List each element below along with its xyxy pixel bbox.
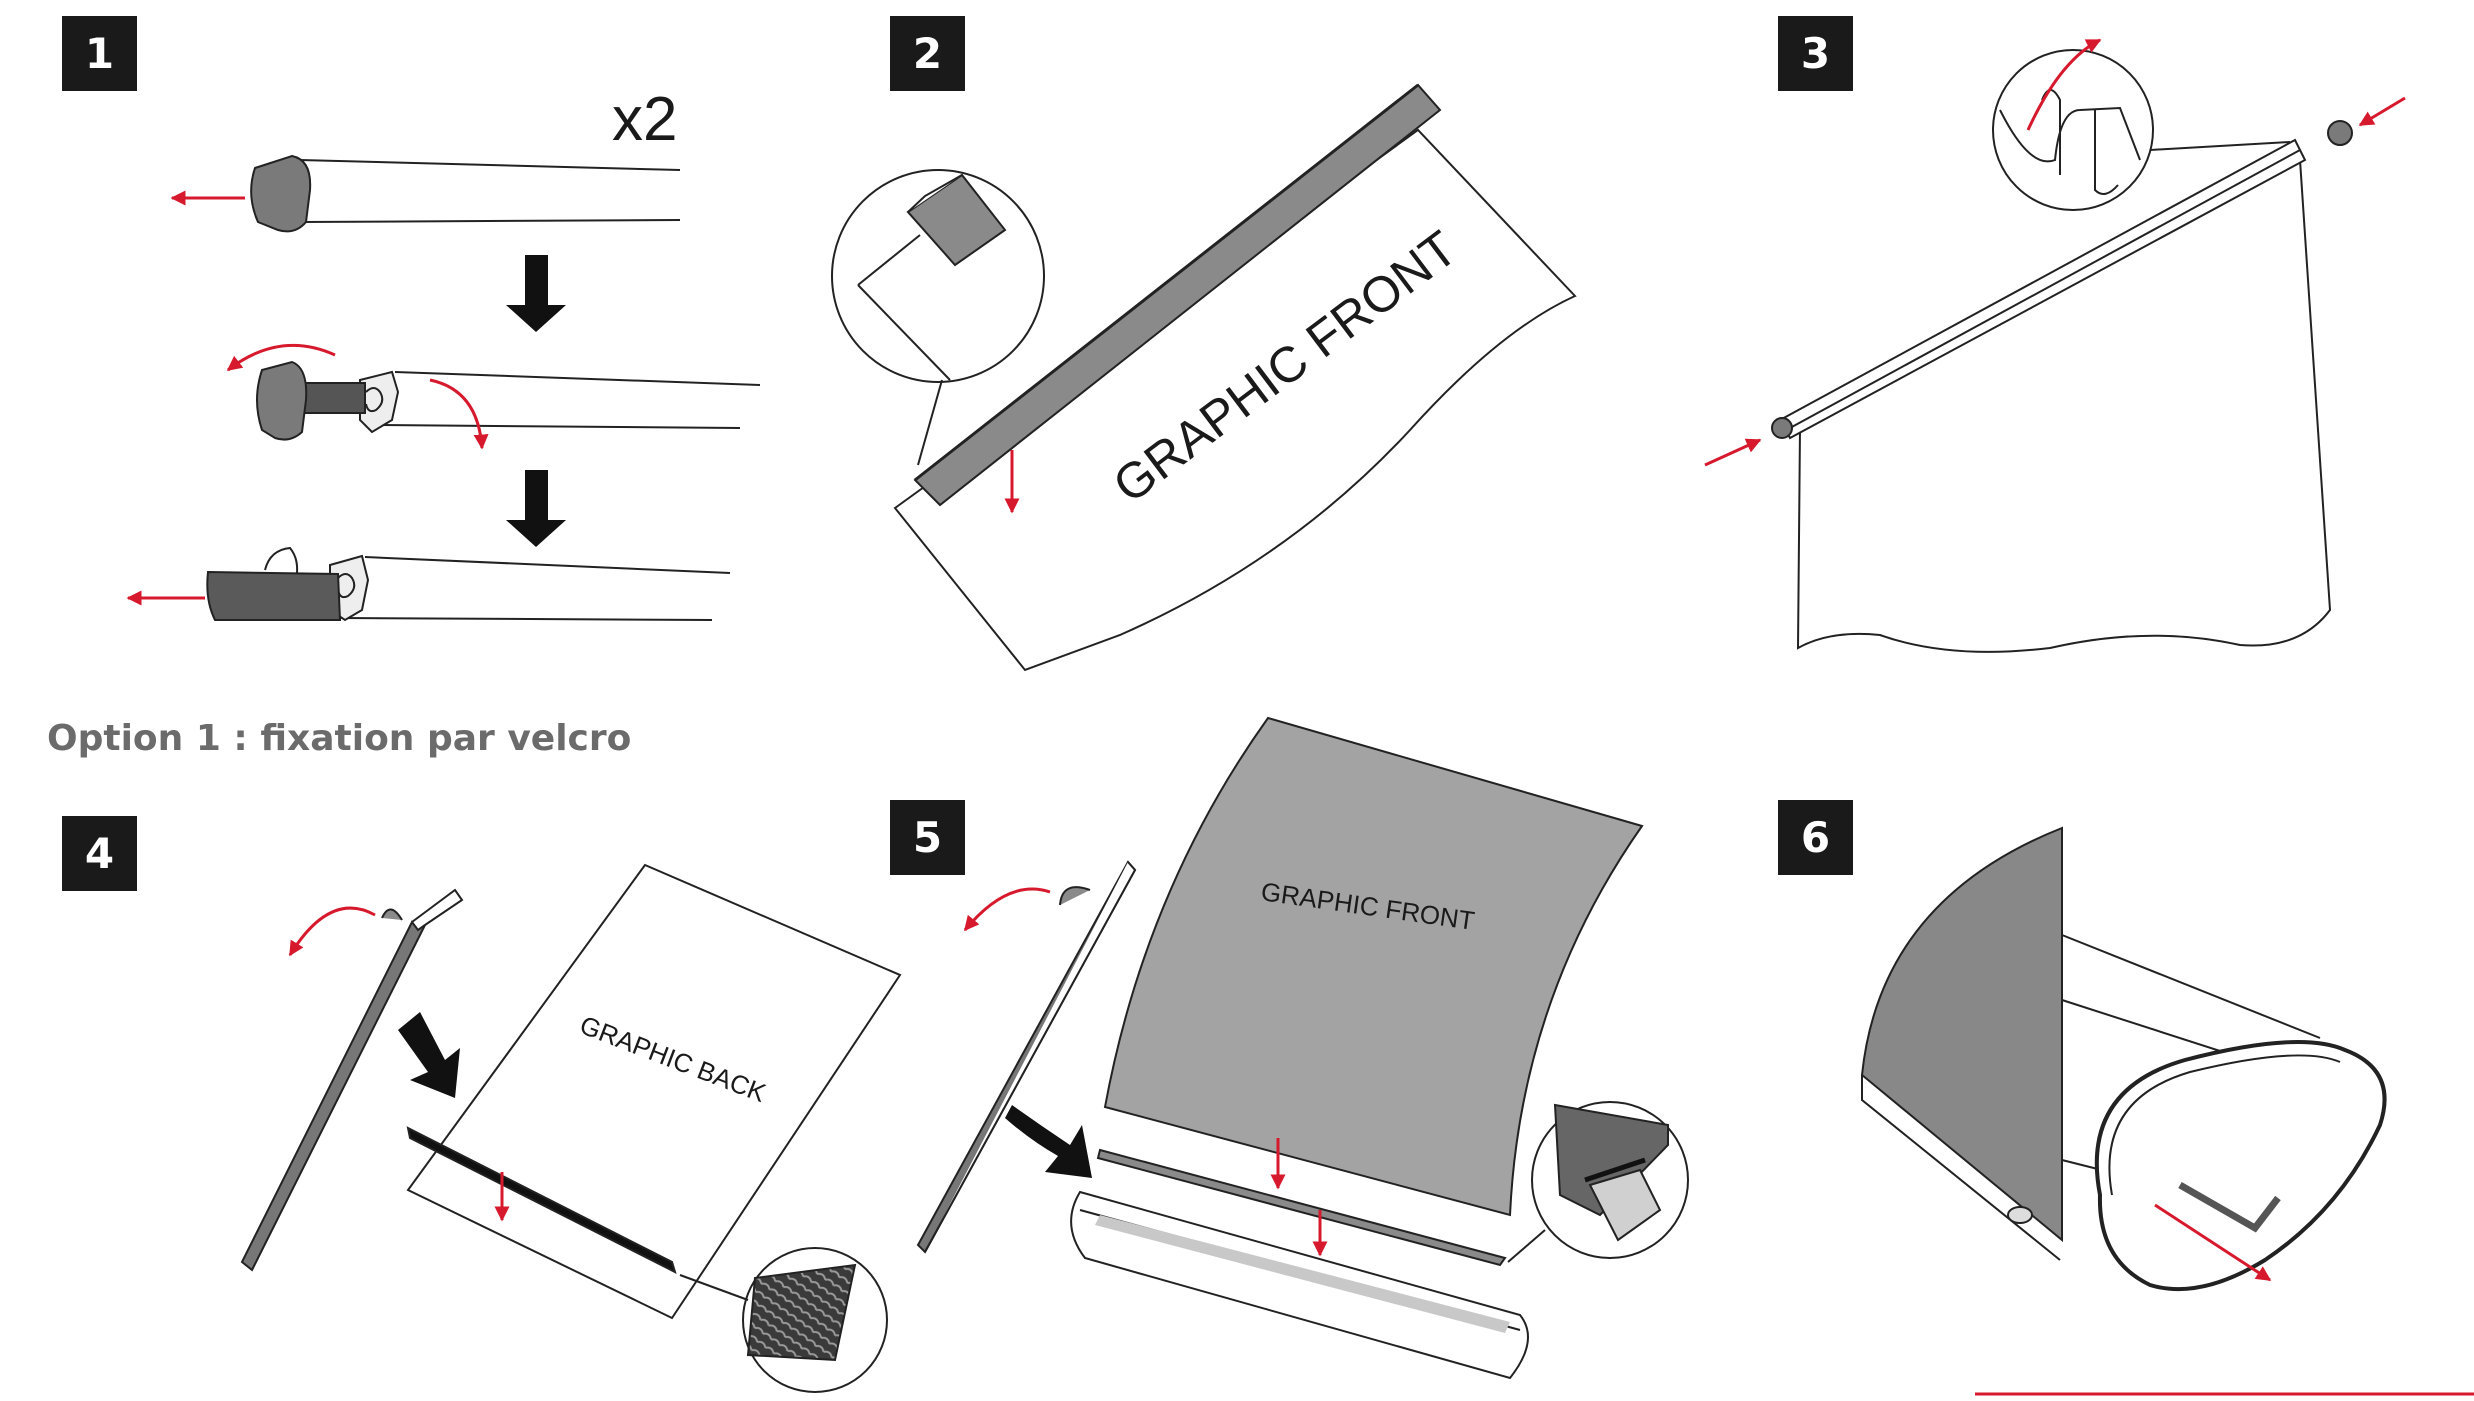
step-6-illustration <box>1860 826 2387 1292</box>
step-badge-1: 1 <box>62 16 137 91</box>
step-badge-2: 2 <box>890 16 965 91</box>
red-arrow <box>963 887 1051 932</box>
graphic-wall <box>1860 826 2063 1243</box>
red-arrow <box>2358 96 2406 127</box>
step-2-illustration <box>831 83 1577 672</box>
detail-zoom <box>1992 49 2154 211</box>
step-badge-5: 5 <box>890 800 965 875</box>
black-bar <box>406 1126 677 1274</box>
allen-key <box>2178 1181 2281 1233</box>
graphic-sheet <box>406 863 902 1320</box>
step-badge-4: 4 <box>62 816 137 891</box>
red-arrow <box>1704 438 1762 467</box>
pole-middle <box>226 343 761 450</box>
base-profile <box>1070 1190 1529 1380</box>
red-arrow <box>226 343 336 372</box>
pole-top <box>170 154 681 233</box>
black-arrow <box>1005 1105 1092 1178</box>
banner <box>1796 158 2332 653</box>
end-cap <box>206 570 342 621</box>
multiplier-label: x2 <box>612 85 677 154</box>
red-arrow <box>2154 1203 2272 1282</box>
step-3-illustration <box>1704 38 2406 653</box>
pole-bottom <box>126 546 731 622</box>
velcro-strip <box>240 920 426 1272</box>
graphic-sheet <box>893 128 1577 672</box>
clip-mechanism <box>359 370 400 434</box>
end-cap <box>250 154 312 233</box>
black-arrow <box>398 1012 460 1098</box>
option-title: Option 1 : fixation par velcro <box>47 718 632 759</box>
red-arrow <box>2026 38 2102 131</box>
step-badge-6: 6 <box>1778 800 1853 875</box>
down-arrow <box>506 470 566 547</box>
red-arrow <box>288 906 376 957</box>
step-4-illustration <box>240 863 902 1393</box>
grey-bar <box>1096 1148 1507 1267</box>
base-end-cap <box>2094 1040 2387 1292</box>
step-1-illustration <box>126 154 761 622</box>
graphic-front-sheet <box>1103 716 1644 1217</box>
red-arrow <box>429 378 489 450</box>
step-5-illustration <box>916 716 1689 1380</box>
down-arrow <box>506 255 566 332</box>
end-cap <box>256 360 308 441</box>
step-badge-3: 3 <box>1778 16 1853 91</box>
